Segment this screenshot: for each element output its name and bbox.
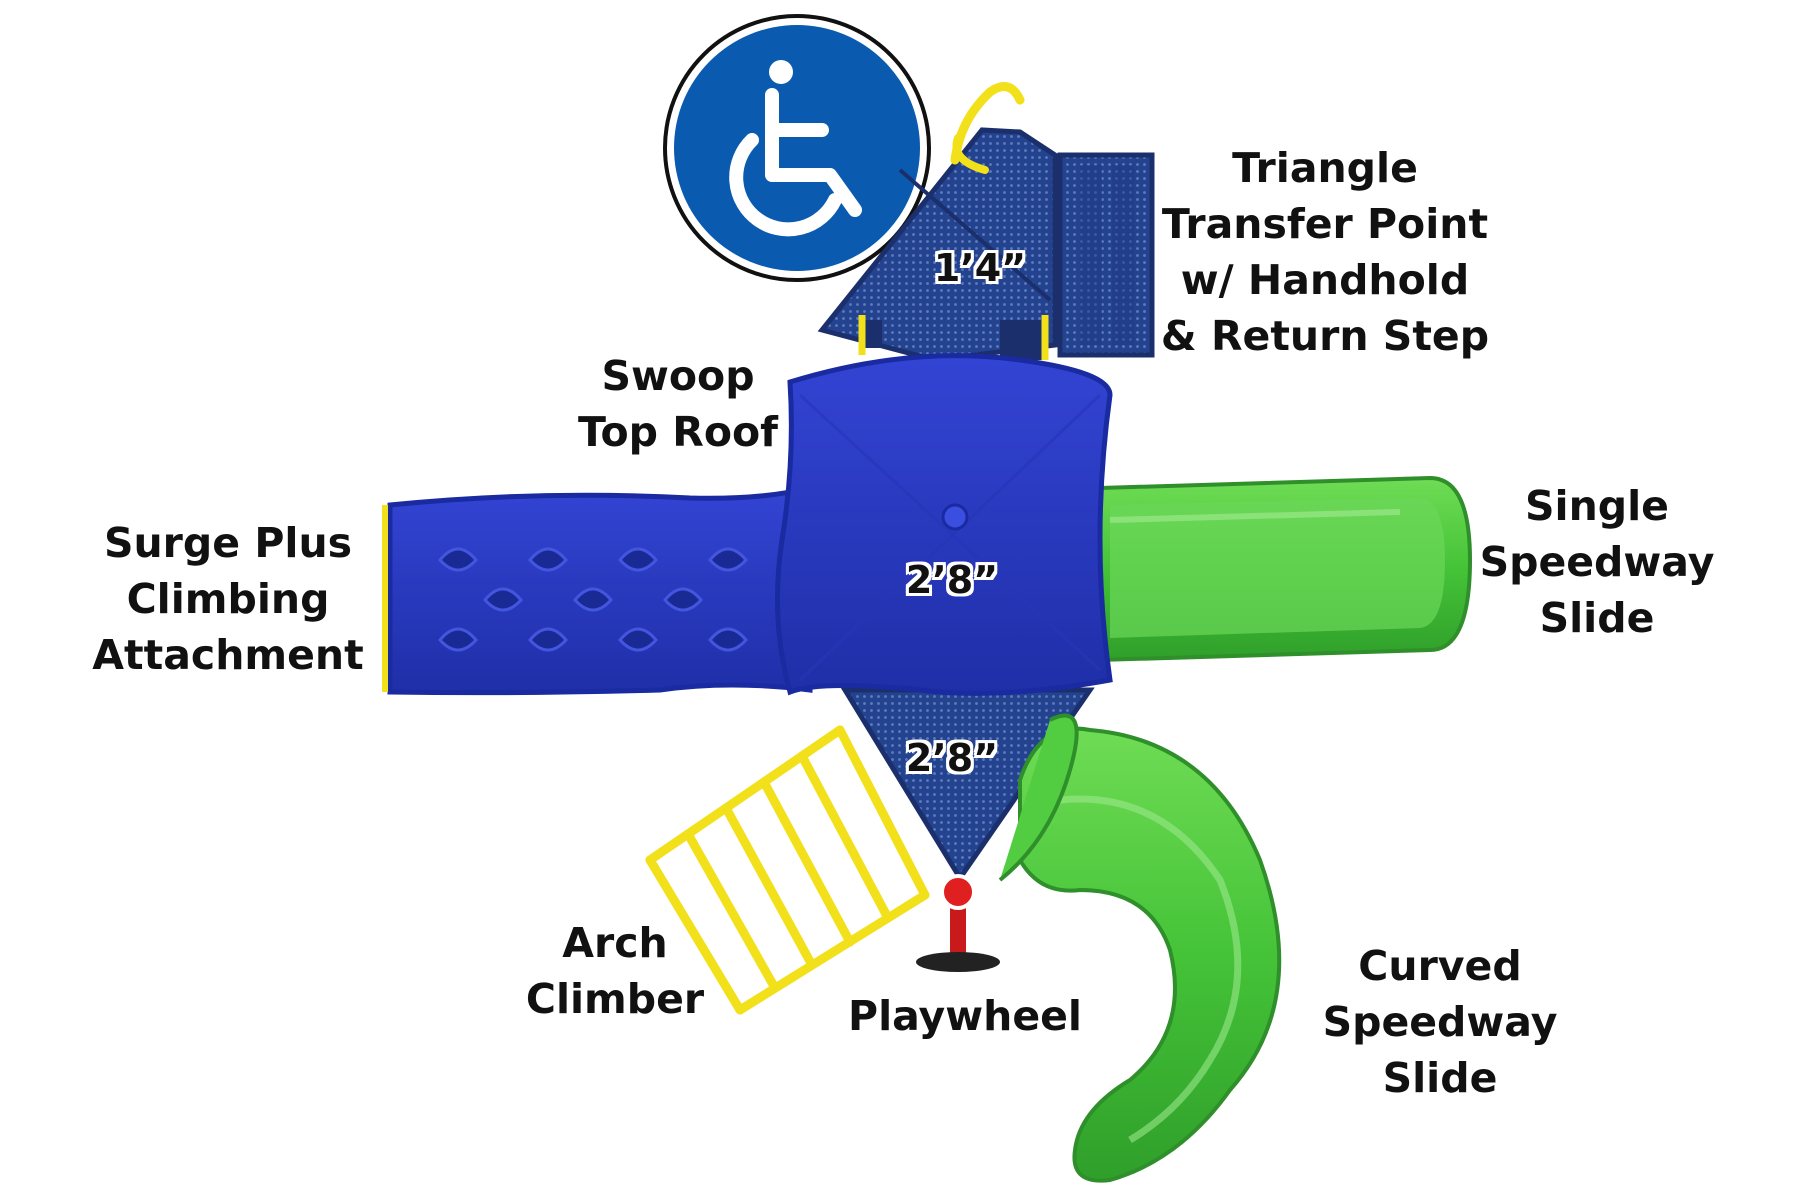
label-playwheel: Playwheel [848, 992, 1082, 1040]
height-main-deck: 2’8” [905, 558, 999, 602]
curved-speedway-slide [998, 713, 1282, 1183]
accessibility-badge [663, 14, 931, 282]
label-single-slide: Single Speedway Slide [1479, 482, 1715, 642]
surge-plus-climber [382, 484, 813, 696]
playwheel [916, 874, 1000, 972]
label-triangle-transfer: Triangle Transfer Point w/ Handhold & Re… [1160, 144, 1490, 360]
swoop-top-roof [775, 353, 1113, 696]
wheelchair-icon [729, 60, 862, 237]
triangle-transfer-point [817, 82, 1155, 363]
arch-climber [645, 725, 930, 1015]
label-surge-plus: Surge Plus Climbing Attachment [92, 519, 364, 679]
label-curved-slide: Curved Speedway Slide [1322, 942, 1558, 1102]
label-swoop-roof: Swoop Top Roof [577, 352, 779, 456]
height-transfer: 1’4” [933, 246, 1027, 290]
single-speedway-slide [1098, 475, 1473, 663]
height-lower-deck: 2’8” [905, 736, 999, 780]
label-arch-climber: Arch Climber [525, 919, 705, 1023]
